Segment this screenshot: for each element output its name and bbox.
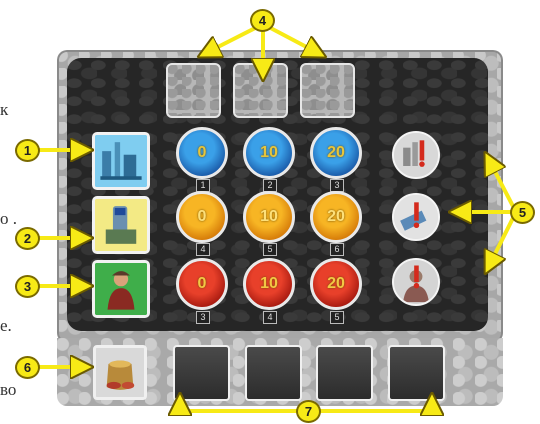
callout-4: 4 (250, 9, 275, 32)
callout-5: 5 (510, 201, 535, 224)
callout-7: 7 (296, 400, 321, 423)
callout-1: 1 (15, 139, 40, 162)
callout-3: 3 (15, 275, 40, 298)
callout-2: 2 (15, 227, 40, 250)
callout-6: 6 (15, 356, 40, 379)
